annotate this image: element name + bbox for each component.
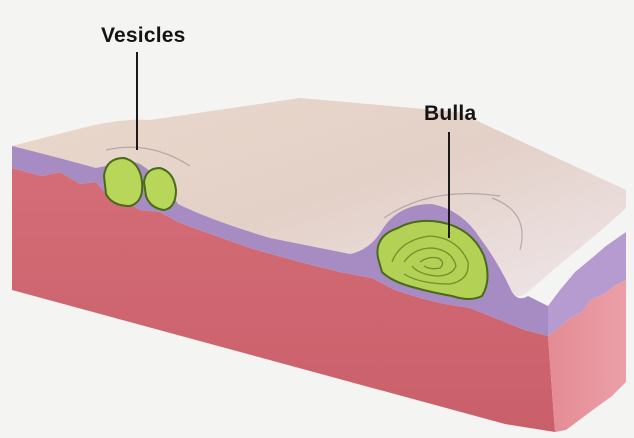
vesicles-label: Vesicles [101,24,186,48]
vesicle-fluid [104,158,142,206]
bulla-label: Bulla [424,102,476,126]
